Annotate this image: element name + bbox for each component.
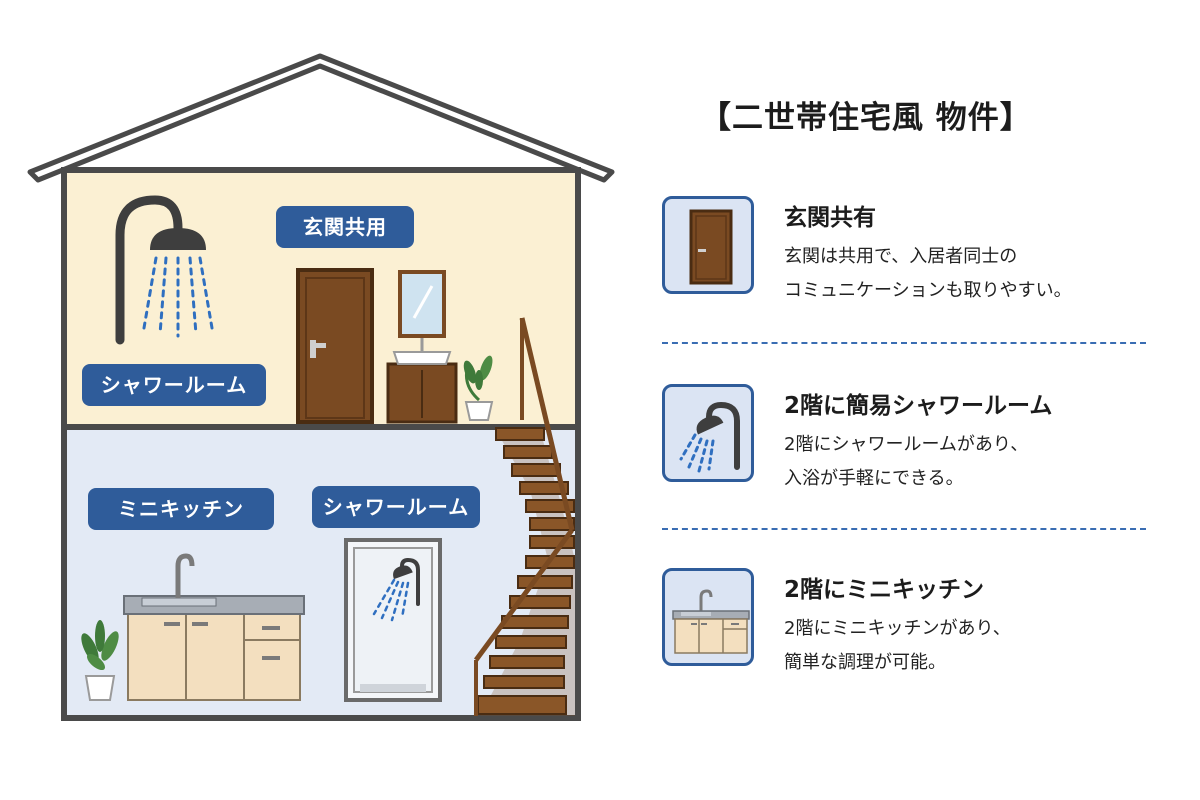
roof xyxy=(27,53,615,183)
plant-lower xyxy=(81,620,119,701)
vanity xyxy=(386,270,458,424)
feature-desc-line: 2階にミニキッチンがあり、 xyxy=(784,618,1011,639)
mini-kitchen xyxy=(123,553,305,701)
feature-title-shower: 2階に簡易シャワールーム xyxy=(784,393,1053,419)
shower-icon xyxy=(662,384,754,482)
house-walls xyxy=(61,167,581,721)
feature-desc-kitchen: 2階にミニキッチンがあり、 簡単な調理が可能。 xyxy=(784,612,1011,680)
feature-desc-line: 玄関は共用で、入居者同士の xyxy=(784,246,1018,267)
feature-desc-shower: 2階にシャワールームがあり、 入浴が手軽にできる。 xyxy=(784,428,1028,496)
divider xyxy=(662,342,1146,344)
page-title: 【二世帯住宅風 物件】 xyxy=(700,100,1032,136)
feature-desc-entrance: 玄関は共用で、入居者同士の コミュニケーションも取りやすい。 xyxy=(784,240,1072,308)
label-shower-lower: シャワールーム xyxy=(312,486,480,528)
shower-fixture-upper xyxy=(115,195,214,345)
door-icon xyxy=(662,196,754,294)
staircase xyxy=(473,317,575,716)
feature-entrance: 玄関共有 玄関は共用で、入居者同士の コミュニケーションも取りやすい。 xyxy=(662,196,1162,306)
feature-kitchen: 2階にミニキッチン 2階にミニキッチンがあり、 簡単な調理が可能。 xyxy=(662,568,1162,678)
label-entrance-shared: 玄関共用 xyxy=(276,206,414,248)
label-mini-kitchen: ミニキッチン xyxy=(88,488,274,530)
feature-desc-line: 入浴が手軽にできる。 xyxy=(784,468,964,489)
label-shower-upper: シャワールーム xyxy=(82,364,266,406)
feature-desc-line: 簡単な調理が可能。 xyxy=(784,652,946,673)
feature-desc-line: コミュニケーションも取りやすい。 xyxy=(784,280,1072,301)
kitchen-icon xyxy=(662,568,754,666)
plant-upper xyxy=(463,355,494,421)
feature-desc-line: 2階にシャワールームがあり、 xyxy=(784,434,1029,455)
feature-shower: 2階に簡易シャワールーム 2階にシャワールームがあり、 入浴が手軽にできる。 xyxy=(662,384,1162,494)
entrance-door xyxy=(296,268,374,424)
feature-title-kitchen: 2階にミニキッチン xyxy=(784,577,985,603)
divider xyxy=(662,528,1146,530)
feature-title-entrance: 玄関共有 xyxy=(784,205,876,231)
shower-booth-lower xyxy=(344,538,442,702)
